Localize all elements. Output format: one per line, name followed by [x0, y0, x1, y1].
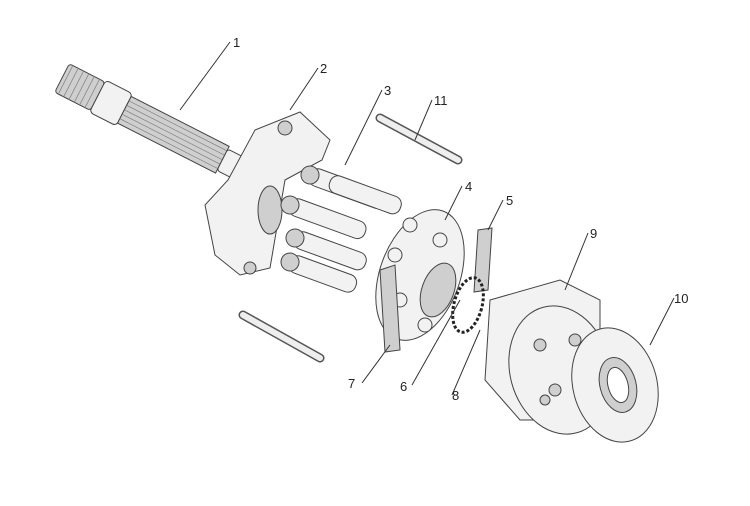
callout-2: 2 — [320, 61, 327, 76]
callout-1: 1 — [233, 35, 240, 50]
slipper-guide — [473, 227, 493, 293]
retainer-plate — [375, 209, 465, 341]
callout-8: 8 — [452, 388, 459, 403]
callout-4: 4 — [465, 179, 472, 194]
guide-bracket — [379, 264, 401, 353]
drive-shaft — [55, 64, 255, 184]
callout-labels: 1 2 3 4 5 6 7 8 9 10 11 — [233, 35, 688, 403]
leader-lines — [179, 41, 675, 396]
valve-plate — [571, 327, 659, 443]
swashplate — [204, 111, 331, 276]
callout-7: 7 — [348, 376, 355, 391]
callout-6: 6 — [400, 379, 407, 394]
callout-5: 5 — [506, 193, 513, 208]
spring-ring — [451, 276, 485, 334]
callout-3: 3 — [384, 83, 391, 98]
callout-11: 11 — [434, 93, 448, 108]
callout-9: 9 — [590, 226, 597, 241]
pistons — [280, 165, 402, 293]
callout-10: 10 — [674, 291, 688, 306]
